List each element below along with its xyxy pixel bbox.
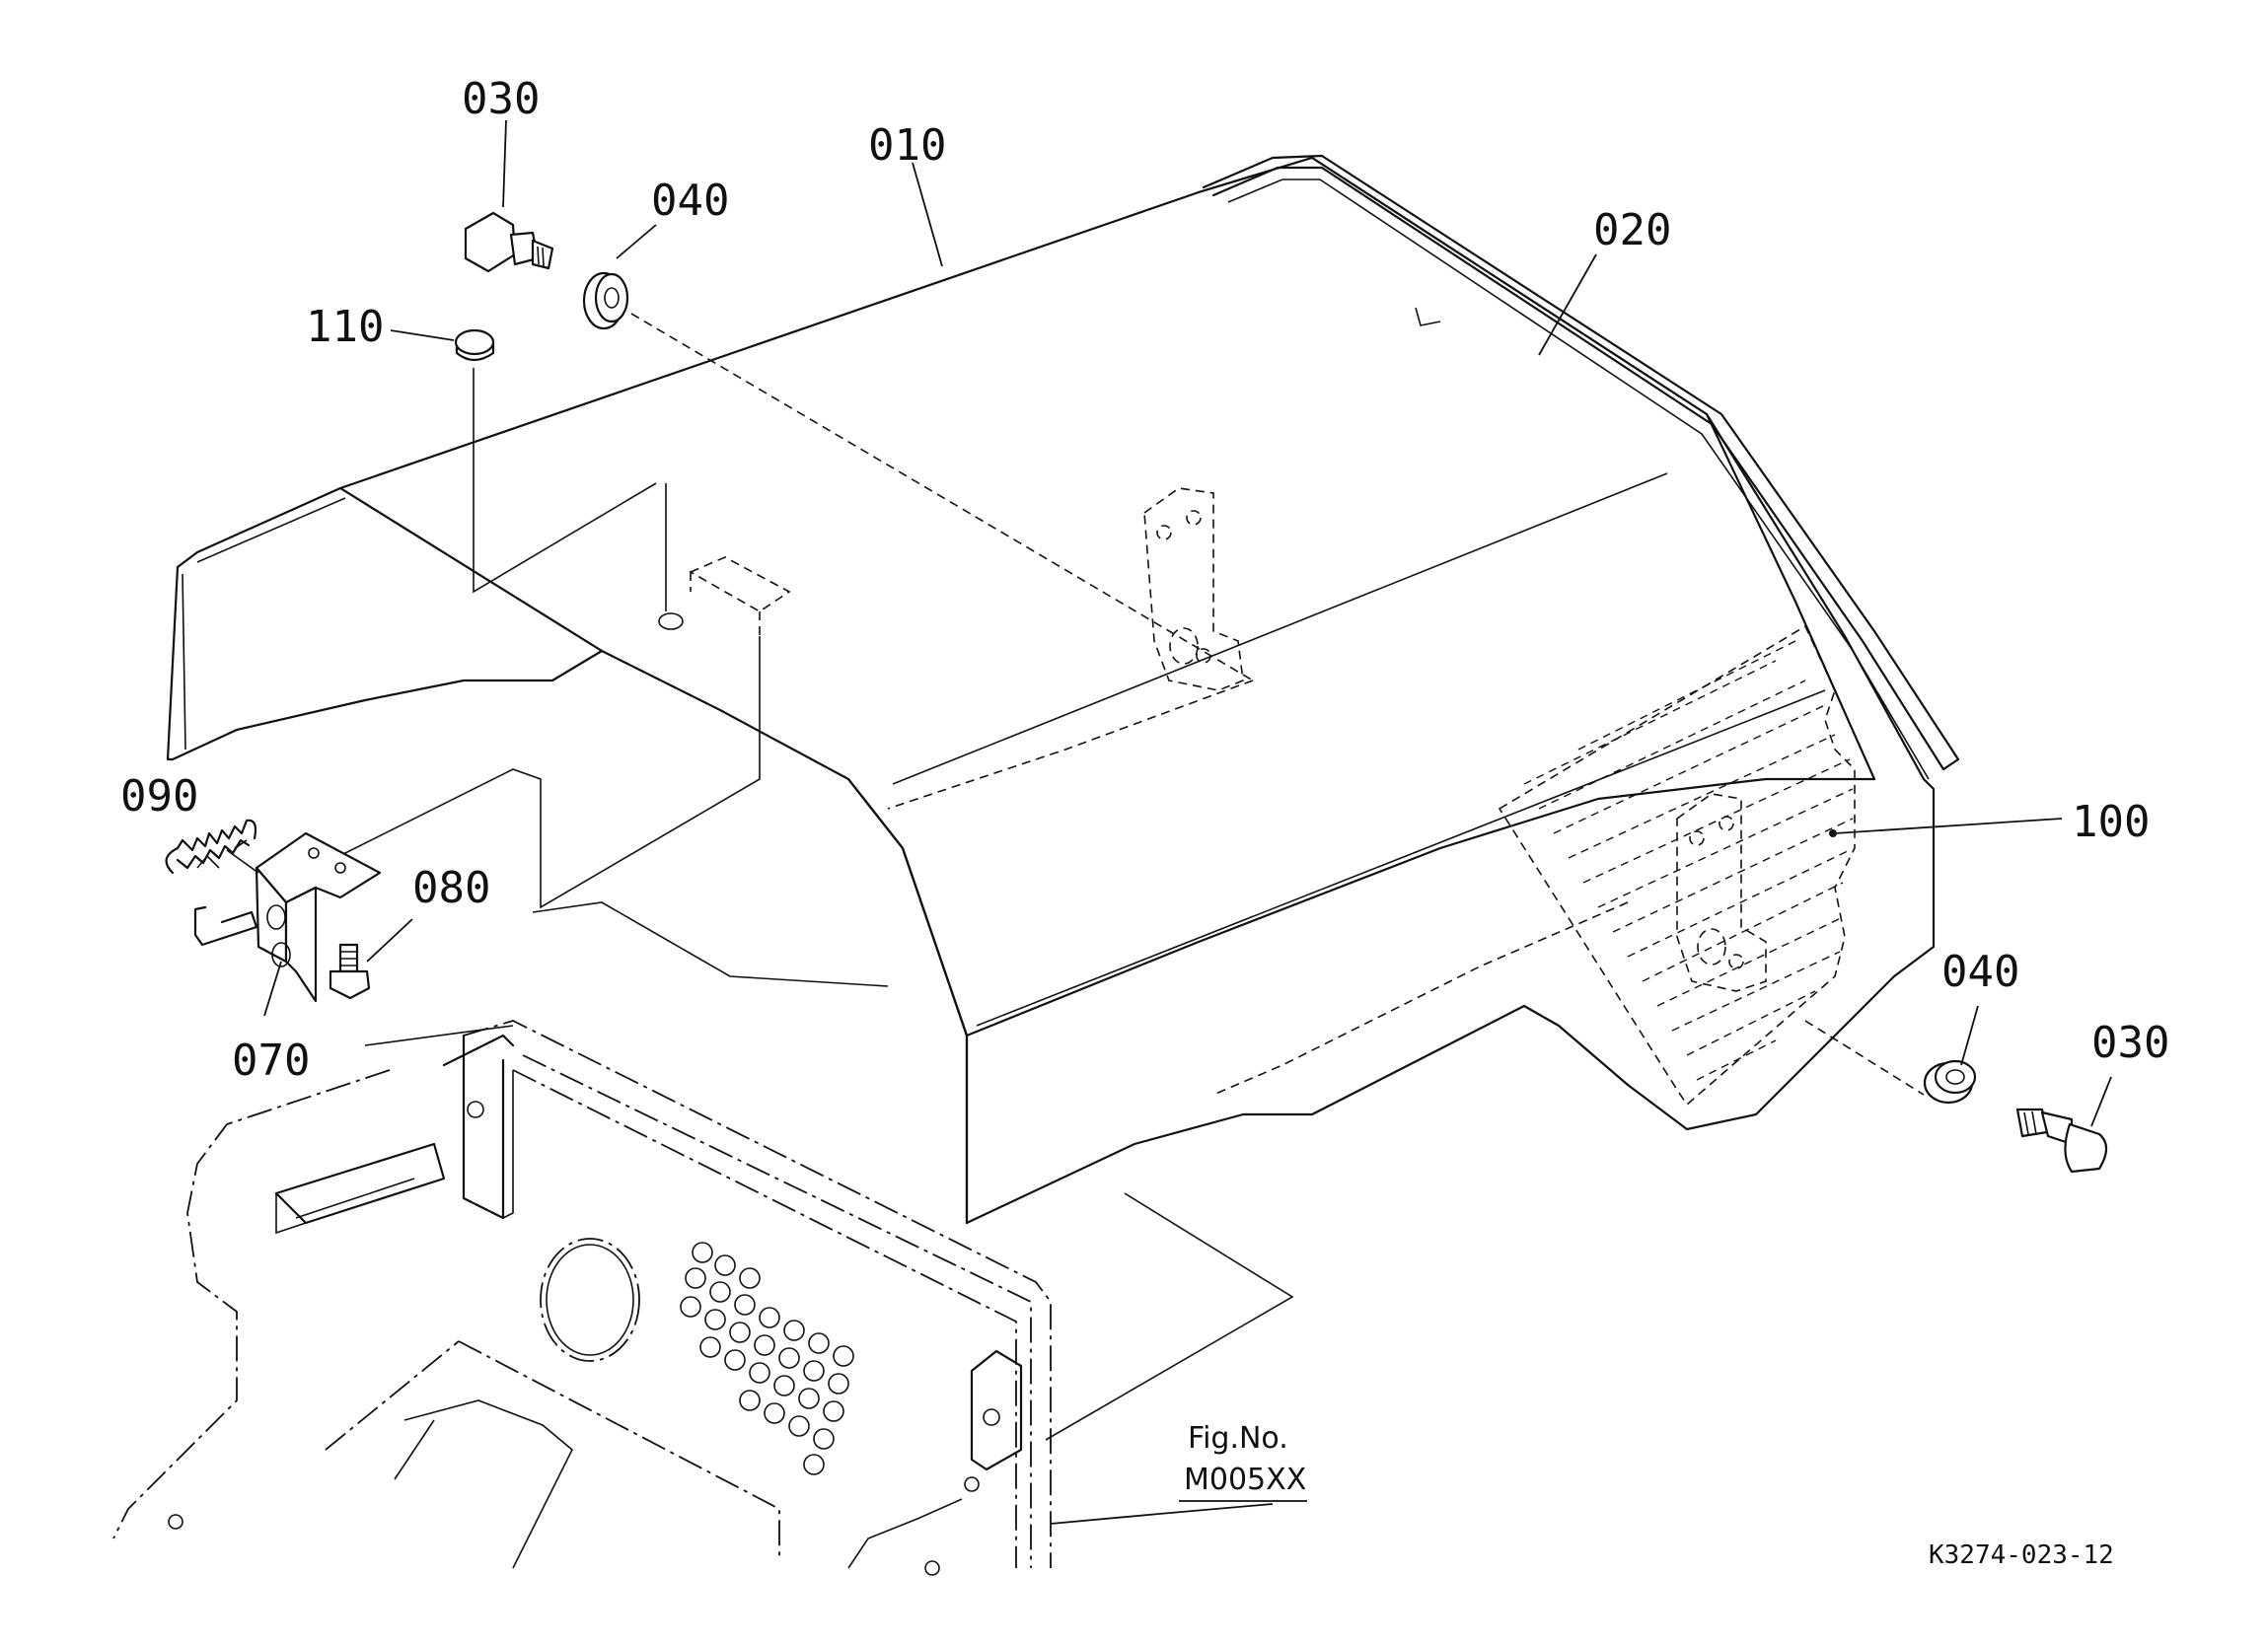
- callout-040-top: 040: [651, 176, 729, 226]
- callout-110: 110: [306, 302, 384, 352]
- spring-090: [165, 819, 257, 875]
- bolt-030-top: [464, 211, 554, 273]
- callout-100: 100: [2072, 797, 2150, 847]
- rear-hinge-bracket: [1143, 487, 1244, 691]
- assembly-guide-lines: [334, 313, 1925, 1441]
- seal-strip-020: [1202, 154, 1960, 780]
- callout-040-right: 040: [1941, 947, 2019, 997]
- leader-lines: [234, 119, 2112, 1525]
- callout-090: 090: [120, 771, 198, 822]
- callout-010: 010: [868, 120, 946, 171]
- figure-reference-label: Fig.No.: [1188, 1421, 1288, 1456]
- figure-reference: Fig.No. M005XX: [1179, 1421, 1307, 1502]
- washer-040-right: [1923, 1059, 1977, 1105]
- front-hinge-bracket: [1676, 793, 1767, 992]
- callout-labels: 030 010 040 020 110 090 080 070 100 040 …: [120, 74, 2169, 1086]
- insulation-hatching: [1523, 640, 1854, 1081]
- chassis-frame: [112, 1020, 1052, 1576]
- plug-110: [454, 328, 495, 362]
- figure-reference-number: M005XX: [1184, 1463, 1306, 1497]
- drawing-id: K3274-023-12: [1929, 1540, 2114, 1570]
- vent-hole-grid: [680, 1242, 854, 1475]
- callout-030-right: 030: [2091, 1018, 2169, 1068]
- latch-070: [193, 831, 382, 1003]
- latch-receiver-bracket: [658, 556, 791, 636]
- callout-020: 020: [1593, 205, 1671, 255]
- hood-cover-010: [166, 156, 1936, 1225]
- insulation-pad-100: [1498, 624, 1856, 1107]
- callout-080: 080: [412, 863, 490, 913]
- bolt-030-right: [2015, 1108, 2108, 1174]
- callout-030-top: 030: [462, 74, 540, 124]
- callout-070: 070: [232, 1036, 310, 1086]
- washer-040-top: [582, 271, 629, 330]
- bolt-080: [329, 943, 371, 1000]
